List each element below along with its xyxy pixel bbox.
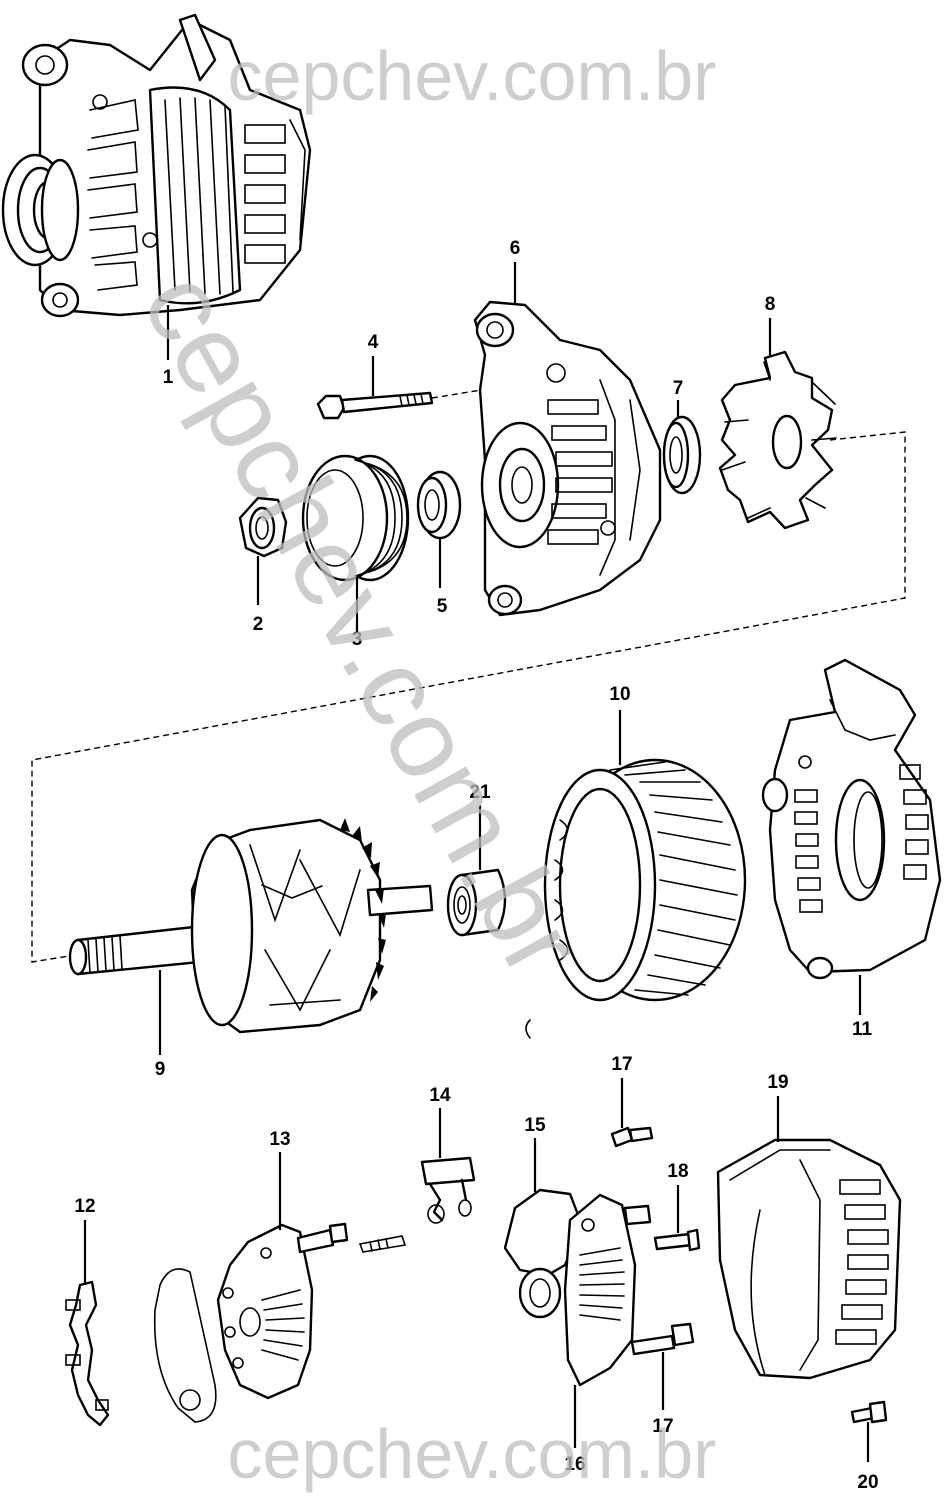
part-4-through-bolt [316, 356, 513, 420]
part-1-alternator-assembly [1, 13, 312, 360]
callout-6: 6 [510, 238, 521, 259]
part-12-terminal-strip [65, 1220, 110, 1427]
part-20-screw [850, 1400, 888, 1462]
callout-18: 18 [667, 1161, 688, 1182]
callout-17-lower: 17 [652, 1416, 673, 1437]
callout-20: 20 [857, 1472, 878, 1493]
callout-9: 9 [155, 1059, 166, 1080]
watermark-bottom: cepchev.com.br [228, 1415, 717, 1493]
callout-4: 4 [368, 332, 379, 353]
callout-11: 11 [852, 1019, 873, 1040]
part-19-rear-cover [716, 1096, 902, 1380]
callout-16: 16 [564, 1454, 585, 1475]
callout-5: 5 [437, 596, 448, 617]
part-8-fan [718, 318, 837, 530]
part-13-rectifier [153, 1152, 349, 1423]
callout-13: 13 [269, 1129, 290, 1150]
part-18-screw [653, 1185, 701, 1252]
connecting-pin [358, 1235, 407, 1253]
callout-3: 3 [352, 629, 363, 650]
assembly-guide-lines [31, 431, 906, 963]
retaining-clip [525, 1019, 531, 1039]
part-14-connector [420, 1108, 476, 1224]
callout-15: 15 [524, 1115, 546, 1136]
part-17-screw-upper [610, 1078, 654, 1148]
part-7-bearing-seal [662, 400, 702, 495]
callout-10: 10 [609, 684, 630, 705]
callout-17-upper: 17 [611, 1054, 632, 1075]
part-2-nut [238, 496, 288, 605]
watermark-top: cepchev.com.br [228, 37, 717, 115]
callout-2: 2 [253, 614, 264, 635]
callout-8: 8 [765, 294, 776, 315]
part-6-drive-end-housing [473, 262, 662, 617]
callout-21: 21 [469, 782, 491, 803]
part-16-voltage-regulator [563, 1193, 652, 1448]
callout-14: 14 [429, 1085, 451, 1106]
part-15-brush-holder [503, 1138, 584, 1319]
part-5-spacer-ring [416, 470, 462, 588]
callout-7: 7 [673, 378, 684, 399]
part-21-rear-bearing [446, 805, 507, 937]
callout-labels: 1 2 3 4 5 6 7 8 9 10 11 12 13 14 15 16 1… [74, 238, 878, 1493]
part-3-pulley [301, 454, 410, 632]
callout-19: 19 [767, 1072, 788, 1093]
part-10-stator [543, 710, 747, 1002]
callout-1: 1 [163, 367, 174, 388]
part-11-slip-ring-end-housing [761, 658, 942, 1015]
part-17-screw-lower [630, 1322, 695, 1410]
part-9-rotor [68, 818, 434, 1055]
callout-12: 12 [74, 1196, 95, 1217]
